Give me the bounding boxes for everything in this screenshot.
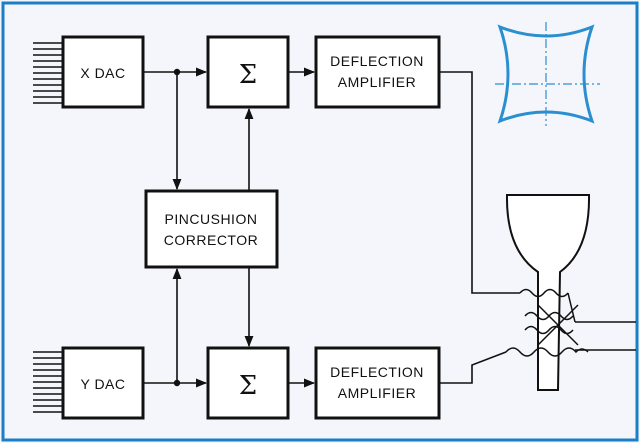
summer-bottom-block — [206, 346, 290, 420]
junction-dot-top — [173, 68, 181, 76]
x-dac-block — [61, 35, 145, 109]
crt-tube-icon — [505, 194, 591, 391]
x-dac-label: X DAC — [80, 65, 125, 81]
junction-dot-bottom — [173, 379, 181, 387]
summer-top-block — [206, 35, 290, 109]
y-dac-input-pins — [33, 351, 62, 413]
deflection-amplifier-top-line2: AMPLIFIER — [338, 74, 416, 90]
pincushion-corrector-line2: CORRECTOR — [164, 232, 258, 248]
pincushion-corrector-line1: PINCUSHION — [165, 211, 258, 227]
deflection-amplifier-bottom-line1: DEFLECTION — [330, 364, 424, 380]
y-dac-block — [61, 346, 145, 420]
deflection-amplifier-bottom-block — [314, 346, 441, 420]
y-dac-label: Y DAC — [80, 376, 125, 392]
bottom-amp-output-wire — [439, 351, 507, 384]
deflection-amplifier-top-block — [314, 35, 441, 109]
deflection-amplifier-bottom-line2: AMPLIFIER — [338, 385, 416, 401]
summer-bottom-symbol: Σ — [239, 371, 257, 401]
summer-top-symbol: Σ — [239, 60, 257, 90]
pincushion-distortion-icon — [495, 22, 600, 126]
x-dac-input-pins — [33, 42, 62, 104]
pincushion-corrector-block — [144, 189, 279, 269]
top-amp-output-wire — [439, 71, 520, 294]
signal-wiring — [143, 67, 636, 388]
deflection-yoke-coils — [505, 288, 589, 357]
deflection-amplifier-top-line1: DEFLECTION — [330, 53, 424, 69]
